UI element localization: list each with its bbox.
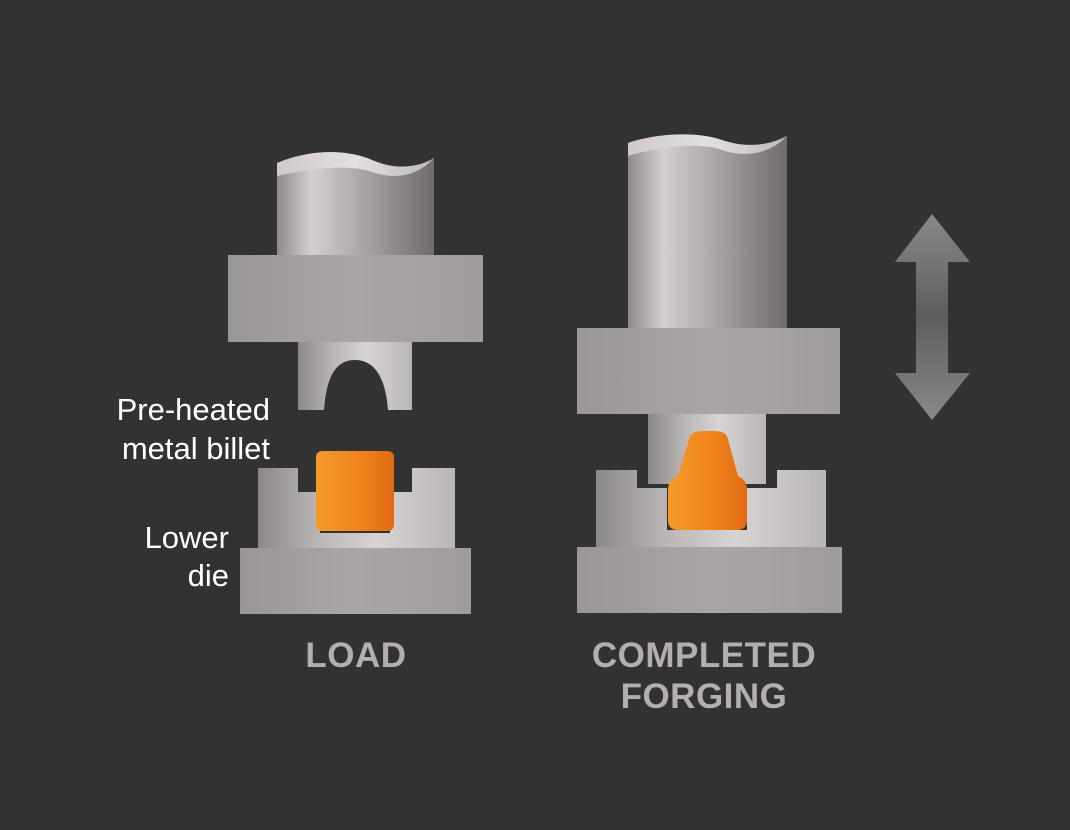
completed-ram-top xyxy=(628,134,787,156)
die-label-line1: Lower xyxy=(145,520,229,555)
completed-press xyxy=(577,134,842,613)
load-billet xyxy=(316,451,394,531)
load-upper-die xyxy=(298,342,412,410)
completed-ram-cylinder xyxy=(628,134,787,332)
stage-title-load: LOAD xyxy=(305,636,406,675)
load-lower-die xyxy=(258,468,455,550)
completed-upper-plate xyxy=(577,328,840,414)
load-ram-cylinder xyxy=(277,152,434,262)
billet-label-line1: Pre-heated xyxy=(117,392,270,427)
load-press xyxy=(228,152,483,614)
completed-billet xyxy=(668,431,747,530)
load-upper-plate xyxy=(228,255,483,342)
load-base-plate xyxy=(240,548,471,614)
billet-label-line2: metal billet xyxy=(122,431,271,466)
double-vertical-arrow-icon xyxy=(895,214,970,420)
load-ram-top xyxy=(277,152,434,176)
completed-lower-die xyxy=(596,470,826,552)
stage-title-completed-line2: FORGING xyxy=(621,677,788,716)
completed-base-plate xyxy=(577,547,842,613)
stage-title-completed-line1: COMPLETED xyxy=(592,636,816,675)
die-label-line2: die xyxy=(188,558,229,593)
